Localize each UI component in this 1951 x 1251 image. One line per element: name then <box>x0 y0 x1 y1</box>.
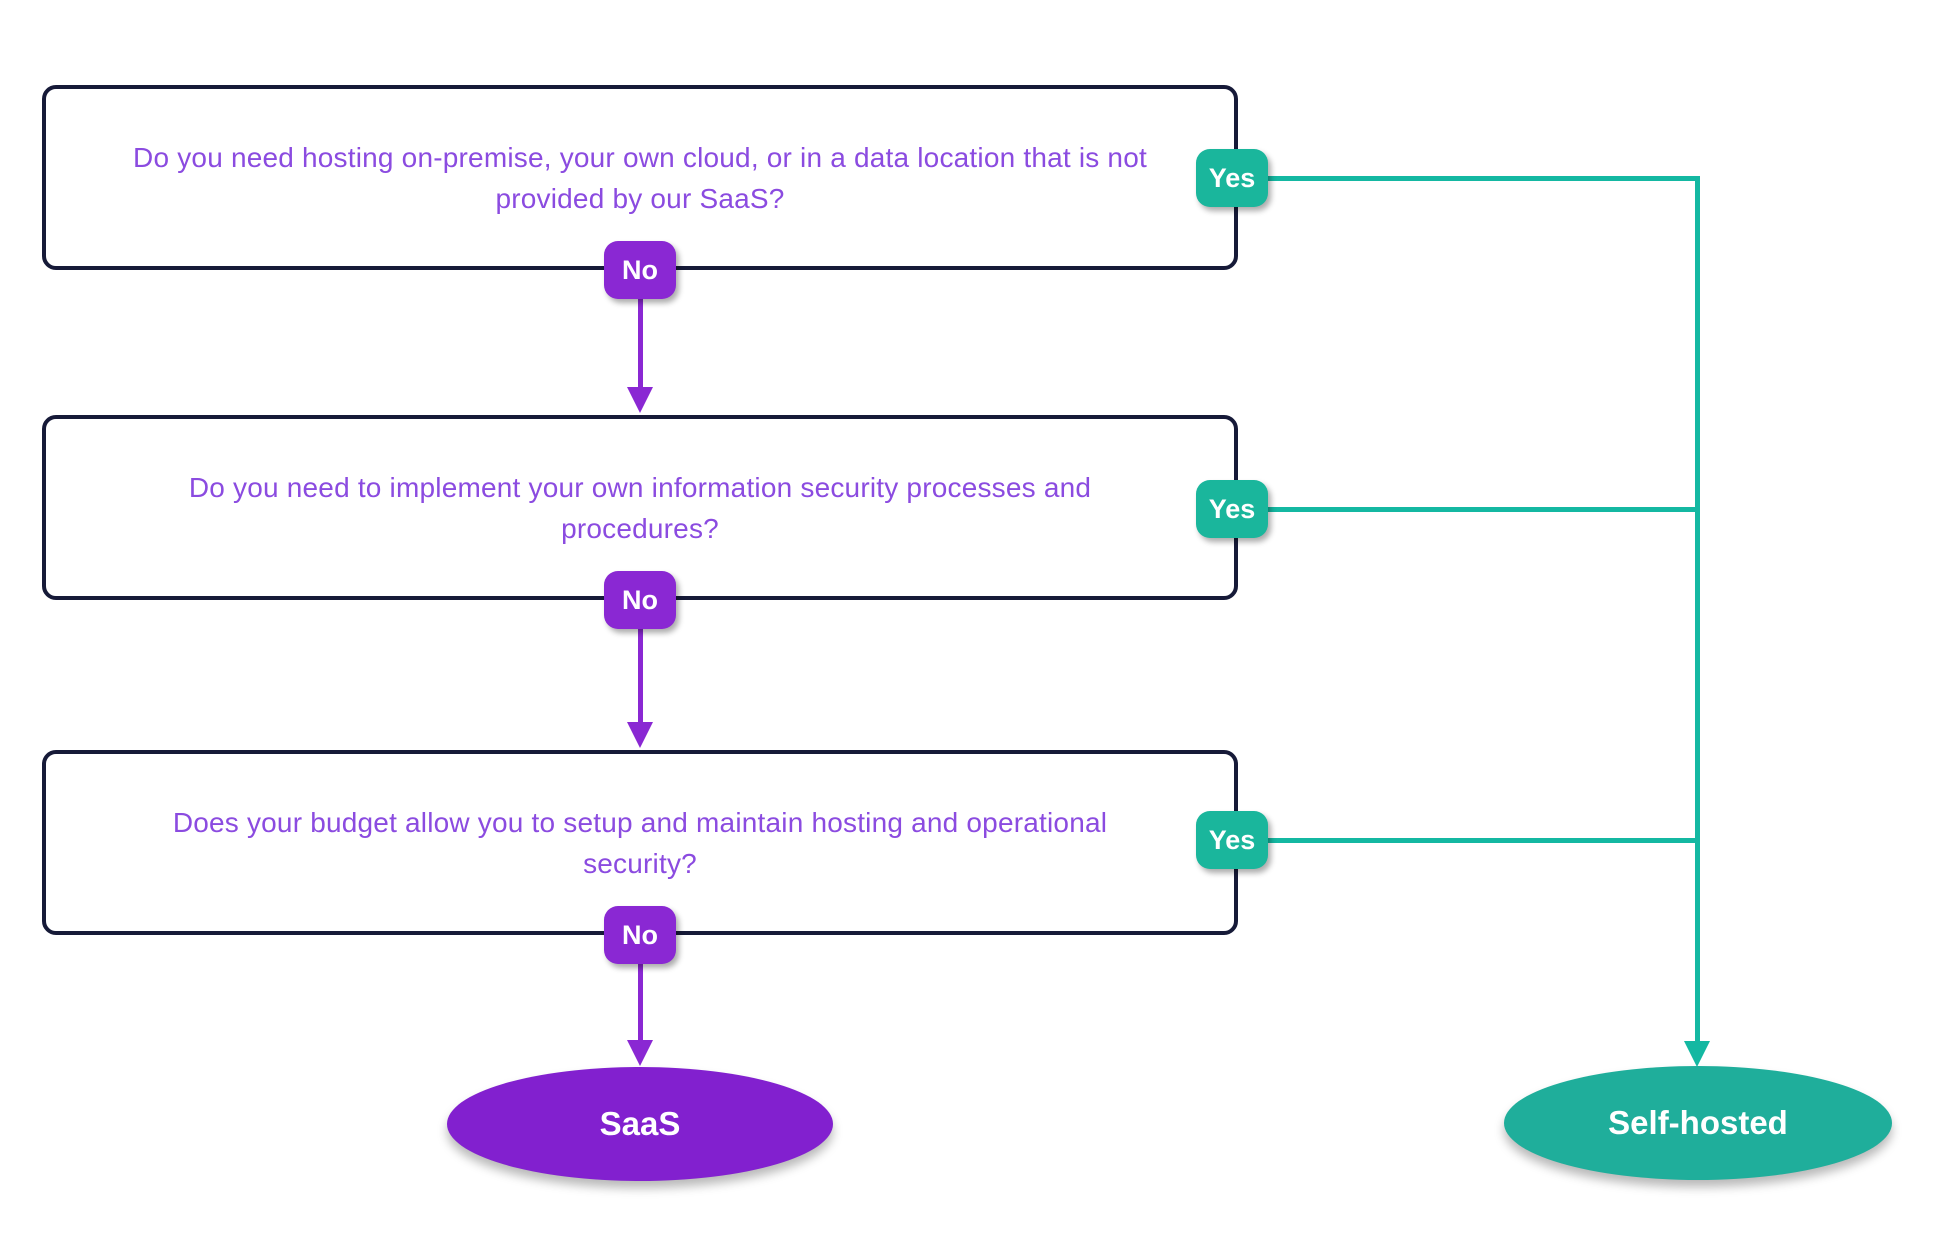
question-box-1: Do you need hosting on-premise, your own… <box>42 85 1238 270</box>
no-arrow-3-head <box>627 1040 653 1066</box>
yes-badge-1: Yes <box>1196 149 1268 207</box>
yes-line-2 <box>1255 507 1700 512</box>
yes-line-3 <box>1255 838 1700 843</box>
question-text-1: Do you need hosting on-premise, your own… <box>133 141 1147 214</box>
self-hosted-outcome-ellipse: Self-hosted <box>1504 1066 1892 1180</box>
no-badge-2: No <box>604 571 676 629</box>
no-badge-1: No <box>604 241 676 299</box>
no-arrow-2-shaft <box>638 629 643 724</box>
saas-outcome-ellipse: SaaS <box>447 1067 833 1181</box>
question-text-3: Does your budget allow you to setup and … <box>172 806 1108 879</box>
yes-badge-3: Yes <box>1196 811 1268 869</box>
saas-outcome-label: SaaS <box>599 1105 681 1142</box>
yes-trunk-line <box>1695 176 1700 1042</box>
no-arrow-3-shaft <box>638 964 643 1042</box>
yes-badge-2: Yes <box>1196 480 1268 538</box>
self-hosted-outcome-label: Self-hosted <box>1608 1104 1788 1141</box>
question-text-2: Do you need to implement your own inform… <box>188 471 1092 544</box>
no-arrow-1-shaft <box>638 299 643 389</box>
yes-line-1 <box>1255 176 1700 181</box>
no-arrow-2-head <box>627 722 653 748</box>
no-arrow-1-head <box>627 387 653 413</box>
no-badge-3: No <box>604 906 676 964</box>
yes-arrowhead <box>1684 1041 1710 1067</box>
